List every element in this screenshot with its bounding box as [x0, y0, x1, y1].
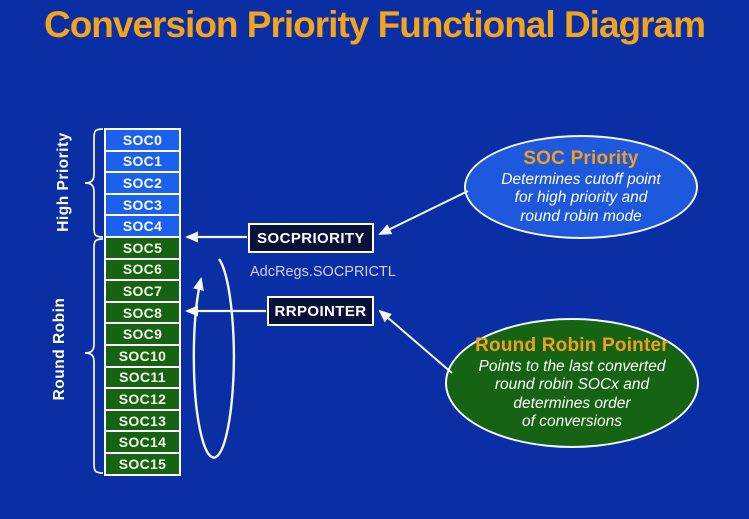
soc-box-soc4: SOC4 [104, 214, 181, 238]
high-priority-label-text: High Priority [55, 132, 72, 232]
soc-box-soc14: SOC14 [104, 430, 181, 454]
page-title: Conversion Priority Functional Diagram [43, 4, 706, 45]
soc-box-soc1: SOC1 [104, 149, 181, 174]
round-robin-callout-body: Points to the last converted round robin… [478, 358, 666, 430]
soc-box-soc13: SOC13 [104, 408, 181, 433]
round-robin-label-text: Round Robin [51, 297, 68, 401]
register-name-text: AdcRegs.SOCPRICTL [250, 264, 396, 280]
soc-box-soc7: SOC7 [104, 279, 181, 303]
soc-box-soc3: SOC3 [104, 192, 181, 217]
soc-priority-callout-arrow [378, 190, 469, 235]
rrpointer-label: RRPOINTER [274, 302, 367, 320]
high-priority-brace [84, 128, 104, 238]
round-robin-callout-heading: Round Robin Pointer [475, 335, 669, 357]
soc-box-soc11: SOC11 [104, 365, 181, 390]
soc-box-soc10: SOC10 [104, 343, 181, 368]
socpriority-label: SOCPRIORITY [257, 229, 365, 247]
soc-priority-callout-heading: SOC Priority [523, 148, 639, 170]
soc-box-soc15: SOC15 [104, 451, 181, 476]
soc-priority-callout: SOC Priority Determines cutoff point for… [464, 135, 698, 239]
round-robin-brace [84, 238, 104, 474]
round-robin-loop-arrow [192, 258, 236, 459]
soc-box-soc5: SOC5 [104, 235, 181, 260]
soc-box-soc12: SOC12 [104, 387, 181, 411]
round-robin-callout: Round Robin Pointer Points to the last c… [445, 318, 699, 448]
soc-box-soc8: SOC8 [104, 300, 181, 325]
socpriority-register-box: SOCPRIORITY [248, 223, 374, 253]
round-robin-callout-arrow [378, 309, 453, 374]
soc-priority-callout-body: Determines cutoff point for high priorit… [501, 171, 661, 225]
soc-box-soc9: SOC9 [104, 322, 181, 346]
rrpointer-register-box: RRPOINTER [267, 296, 374, 326]
soc-box-soc6: SOC6 [104, 257, 181, 282]
soc-box-soc0: SOC0 [104, 128, 181, 152]
soc-box-soc2: SOC2 [104, 171, 181, 195]
